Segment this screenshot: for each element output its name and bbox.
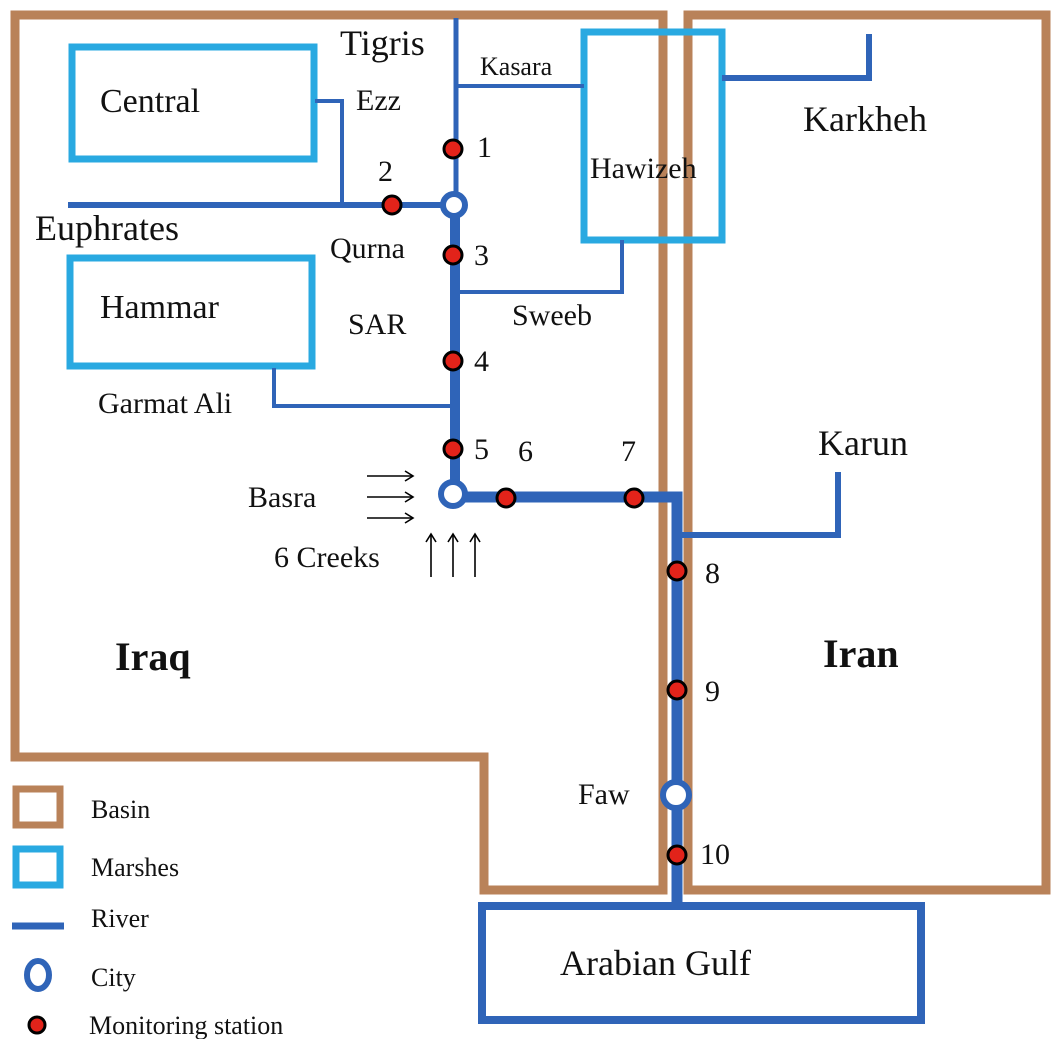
legend-basin-label: Basin <box>91 795 150 824</box>
hawizeh-marsh-label: Hawizeh <box>590 152 697 185</box>
rivers <box>68 18 872 906</box>
north-arrow-icon <box>425 532 437 577</box>
station-1-marker <box>442 138 464 160</box>
north-arrow-icon <box>447 532 459 577</box>
station-8-marker <box>666 560 688 582</box>
euphrates-label: Euphrates <box>35 208 179 248</box>
station-numbers: 1 2 3 4 5 6 7 8 9 10 <box>378 131 730 871</box>
station-3-label: 3 <box>474 239 489 272</box>
sweeb-river <box>457 240 624 294</box>
legend: Basin Marshes River City Monitoring stat… <box>12 785 283 1039</box>
hammar-marsh-label: Hammar <box>100 289 220 326</box>
station-7-marker <box>623 487 645 509</box>
station-5-label: 5 <box>474 433 489 466</box>
station-6-label: 6 <box>518 435 533 468</box>
station-4-marker <box>442 350 464 372</box>
karkheh-river <box>722 34 872 81</box>
ezz-river <box>315 99 344 205</box>
arabian-gulf-box <box>478 902 925 1024</box>
legend-basin-swatch <box>12 785 64 829</box>
station-8-label: 8 <box>705 557 720 590</box>
karun-river <box>682 472 841 538</box>
legend-marsh-swatch <box>12 845 64 889</box>
north-arrow-icon <box>469 532 481 577</box>
station-2-marker <box>381 194 403 216</box>
central-marsh <box>68 43 318 163</box>
station-5-marker <box>442 438 464 460</box>
sweeb-label: Sweeb <box>512 299 592 332</box>
qurna-label: Qurna <box>330 232 405 265</box>
east-arrow-icon <box>367 491 415 503</box>
faw-label: Faw <box>578 778 630 811</box>
marshes <box>66 28 726 370</box>
faw-city-icon <box>660 779 692 811</box>
kasara-label: Kasara <box>480 52 553 81</box>
creeks-label: 6 Creeks <box>274 541 380 574</box>
station-10-label: 10 <box>700 838 730 871</box>
station-2-label: 2 <box>378 155 393 188</box>
basra-city-icon <box>438 479 468 509</box>
station-4-label: 4 <box>474 345 489 378</box>
basra-label: Basra <box>248 481 316 514</box>
legend-city-icon <box>24 958 52 992</box>
arabian-gulf-label: Arabian Gulf <box>560 943 751 983</box>
central-marsh-label: Central <box>100 83 200 120</box>
iraq-label: Iraq <box>115 634 191 679</box>
sar-label: SAR <box>348 308 406 341</box>
legend-station-icon <box>27 1015 47 1035</box>
station-9-marker <box>666 679 688 701</box>
ezz-label: Ezz <box>356 84 401 117</box>
iraq-basin-boundary <box>10 10 668 895</box>
legend-river-label: River <box>91 904 149 933</box>
karkheh-label: Karkheh <box>803 99 927 139</box>
basin-boundaries <box>10 10 1051 895</box>
legend-station-label: Monitoring station <box>89 1011 283 1039</box>
station-7-label: 7 <box>621 435 636 468</box>
station-9-label: 9 <box>705 675 720 708</box>
station-3-marker <box>442 244 464 266</box>
karun-label: Karun <box>818 423 908 463</box>
qurna-city-icon <box>440 191 468 219</box>
legend-city-label: City <box>91 963 136 992</box>
iran-label: Iran <box>823 631 899 676</box>
tigris-label: Tigris <box>340 23 425 63</box>
garmat-ali-label: Garmat Ali <box>98 387 232 420</box>
garmat-ali-river <box>272 368 452 408</box>
station-1-label: 1 <box>477 131 492 164</box>
monitoring-stations <box>381 138 688 866</box>
east-arrow-icon <box>367 512 415 524</box>
hammar-marsh <box>66 254 316 370</box>
legend-marshes-label: Marshes <box>91 853 179 882</box>
inflow-arrows <box>367 470 481 577</box>
cities <box>438 191 692 811</box>
station-6-marker <box>495 487 517 509</box>
iran-basin-boundary <box>683 10 1051 895</box>
station-10-marker <box>666 844 688 866</box>
shatt-al-arab-river <box>455 491 683 906</box>
east-arrow-icon <box>367 470 415 482</box>
hawizeh-marsh <box>580 28 726 244</box>
